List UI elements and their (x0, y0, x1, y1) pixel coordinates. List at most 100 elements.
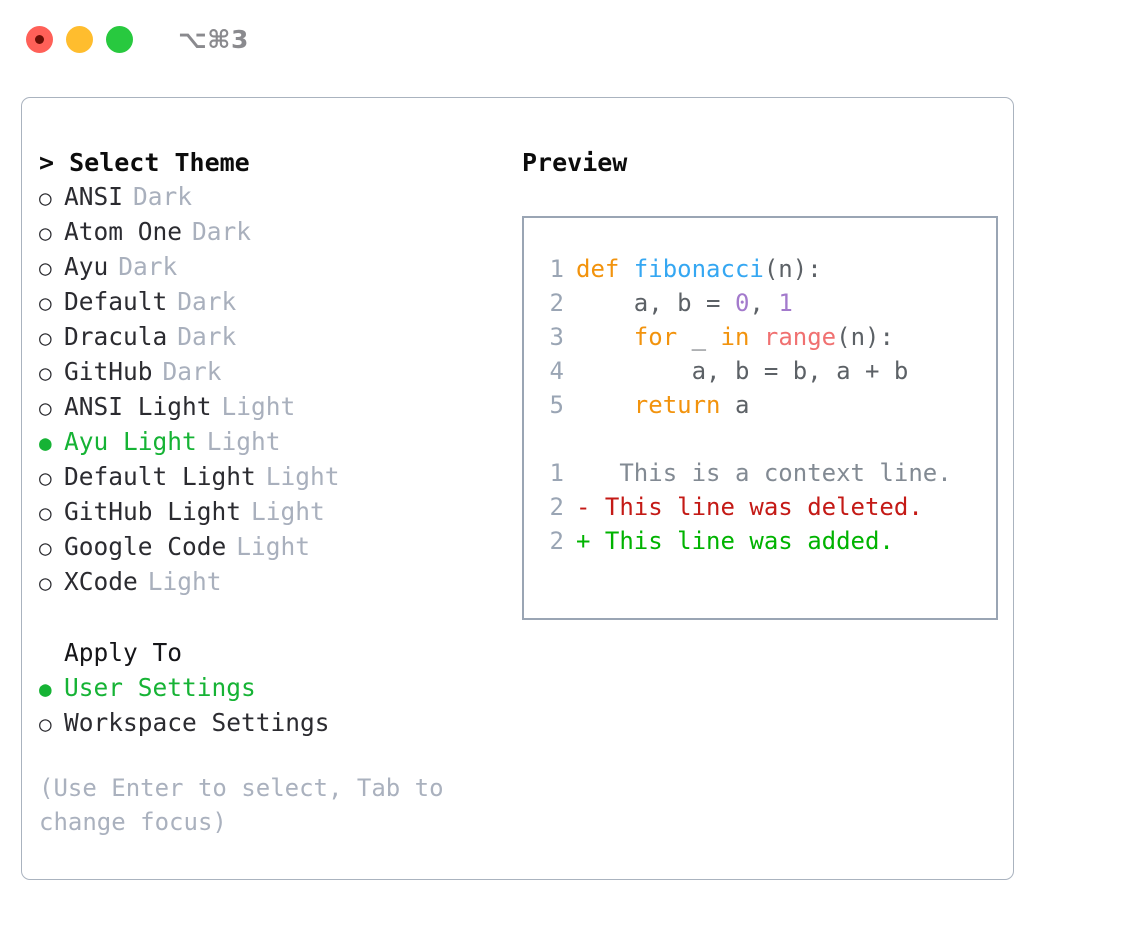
apply-to-option-workspace-settings[interactable]: ○Workspace Settings (39, 706, 484, 741)
code-token-punct: (n): (763, 255, 822, 283)
code-token-plain (576, 323, 634, 351)
theme-option-label: Ayu (64, 252, 109, 281)
spacer (39, 600, 484, 636)
radio-selected-icon: ● (39, 677, 52, 701)
code-token-punct: (n): (836, 323, 894, 351)
code-text: return a (576, 388, 750, 422)
code-token-plain: _ (677, 323, 721, 351)
select-theme-header: > Select Theme (39, 148, 250, 177)
line-number: 1 (549, 255, 564, 283)
theme-option-dracula[interactable]: ○ Dracula Dark (39, 320, 484, 355)
theme-option-atom-one[interactable]: ○ Atom One Dark (39, 215, 484, 250)
radio-empty-icon: ○ (39, 571, 52, 595)
radio-empty-icon: ○ (39, 396, 52, 420)
line-number: 3 (549, 323, 564, 351)
theme-option-label: Google Code (64, 532, 227, 561)
radio-empty-icon: ○ (39, 501, 52, 525)
theme-option-label: ANSI Light (64, 392, 212, 421)
code-line: 3 for _ in range(n): (524, 320, 996, 354)
code-token-plain: a, b = b, a + b (576, 357, 909, 385)
theme-option-xcode[interactable]: ○ XCode Light (39, 565, 484, 600)
line-number: 1 (549, 459, 564, 487)
line-number: 2 (549, 493, 564, 521)
line-number: 2 (549, 289, 564, 317)
radio-empty-icon: ○ (39, 221, 52, 245)
code-token-plain (749, 323, 763, 351)
radio-empty-icon: ○ (39, 466, 52, 490)
traffic-lights (26, 25, 133, 53)
theme-option-ayu[interactable]: ○ Ayu Dark (39, 250, 484, 285)
code-line: 4 a, b = b, a + b (524, 354, 996, 388)
apply-to-option-label: User Settings (64, 673, 256, 702)
code-token-call: range (763, 323, 837, 351)
code-text: a, b = b, a + b (576, 354, 909, 388)
keyboard-hint-text: (Use Enter to select, Tab to change focu… (39, 774, 459, 836)
radio-empty-icon: ○ (39, 256, 52, 280)
line-number: 2 (549, 527, 564, 555)
maximize-button-icon[interactable] (106, 25, 133, 53)
radio-empty-icon: ○ (39, 291, 52, 315)
diff-line-add: 2 + This line was added. (524, 524, 996, 558)
code-token-kw: return (633, 391, 721, 419)
diff-preview: 1 This is a context line. 2 - This line wa… (524, 456, 996, 558)
diff-line-context: 1 This is a context line. (524, 456, 996, 490)
code-token-kw: for (633, 323, 678, 351)
theme-variant-tag: Dark (177, 287, 237, 316)
radio-empty-icon: ○ (39, 326, 52, 350)
code-line: 5 return a (524, 388, 996, 422)
code-line: 2 a, b = 0, 1 (524, 286, 996, 320)
theme-option-label: GitHub (64, 357, 153, 386)
code-token-num: 1 (778, 289, 793, 317)
code-token-plain: a (720, 391, 750, 419)
radio-empty-icon: ○ (39, 712, 52, 736)
diff-text: - This line was deleted. (576, 493, 923, 521)
theme-variant-tag: Dark (133, 182, 193, 211)
diff-line-del: 2 - This line was deleted. (524, 490, 996, 524)
theme-option-label: Atom One (64, 217, 183, 246)
radio-selected-icon: ● (39, 431, 52, 455)
theme-option-github[interactable]: ○ GitHub Dark (39, 355, 484, 390)
radio-empty-icon: ○ (39, 361, 52, 385)
apply-to-header-label: Apply To (64, 638, 183, 667)
code-token-plain: a, b = (576, 289, 735, 317)
code-token-fn: fibonacci (633, 255, 764, 283)
theme-variant-tag: Light (147, 567, 222, 596)
theme-variant-tag: Dark (118, 252, 178, 281)
theme-option-label: Dracula (64, 322, 168, 351)
theme-variant-tag: Light (236, 532, 311, 561)
code-text: a, b = 0, 1 (576, 286, 793, 320)
code-token-kw: in (720, 323, 750, 351)
apply-to-header-row: ○ Apply To (39, 636, 484, 671)
minimize-button-icon[interactable] (66, 25, 93, 53)
close-button-icon[interactable] (26, 25, 53, 53)
theme-variant-tag: Dark (162, 357, 222, 386)
code-token-plain: , (749, 289, 779, 317)
theme-option-label: XCode (64, 567, 138, 596)
code-token-num: 0 (734, 289, 750, 317)
radio-empty-icon: ○ (39, 186, 52, 210)
theme-variant-tag: Dark (177, 322, 237, 351)
line-number: 4 (549, 357, 564, 385)
spacer (524, 422, 996, 456)
preview-header: Preview (522, 148, 628, 177)
title-bar: ⌥⌘3 (0, 0, 1140, 78)
theme-variant-tag: Dark (192, 217, 252, 246)
apply-to-header-marker: ○ (39, 637, 64, 671)
code-text: for _ in range(n): (576, 320, 894, 354)
apply-to-option-user-settings[interactable]: ● User Settings (39, 671, 484, 706)
diff-text: + This line was added. (576, 527, 894, 555)
